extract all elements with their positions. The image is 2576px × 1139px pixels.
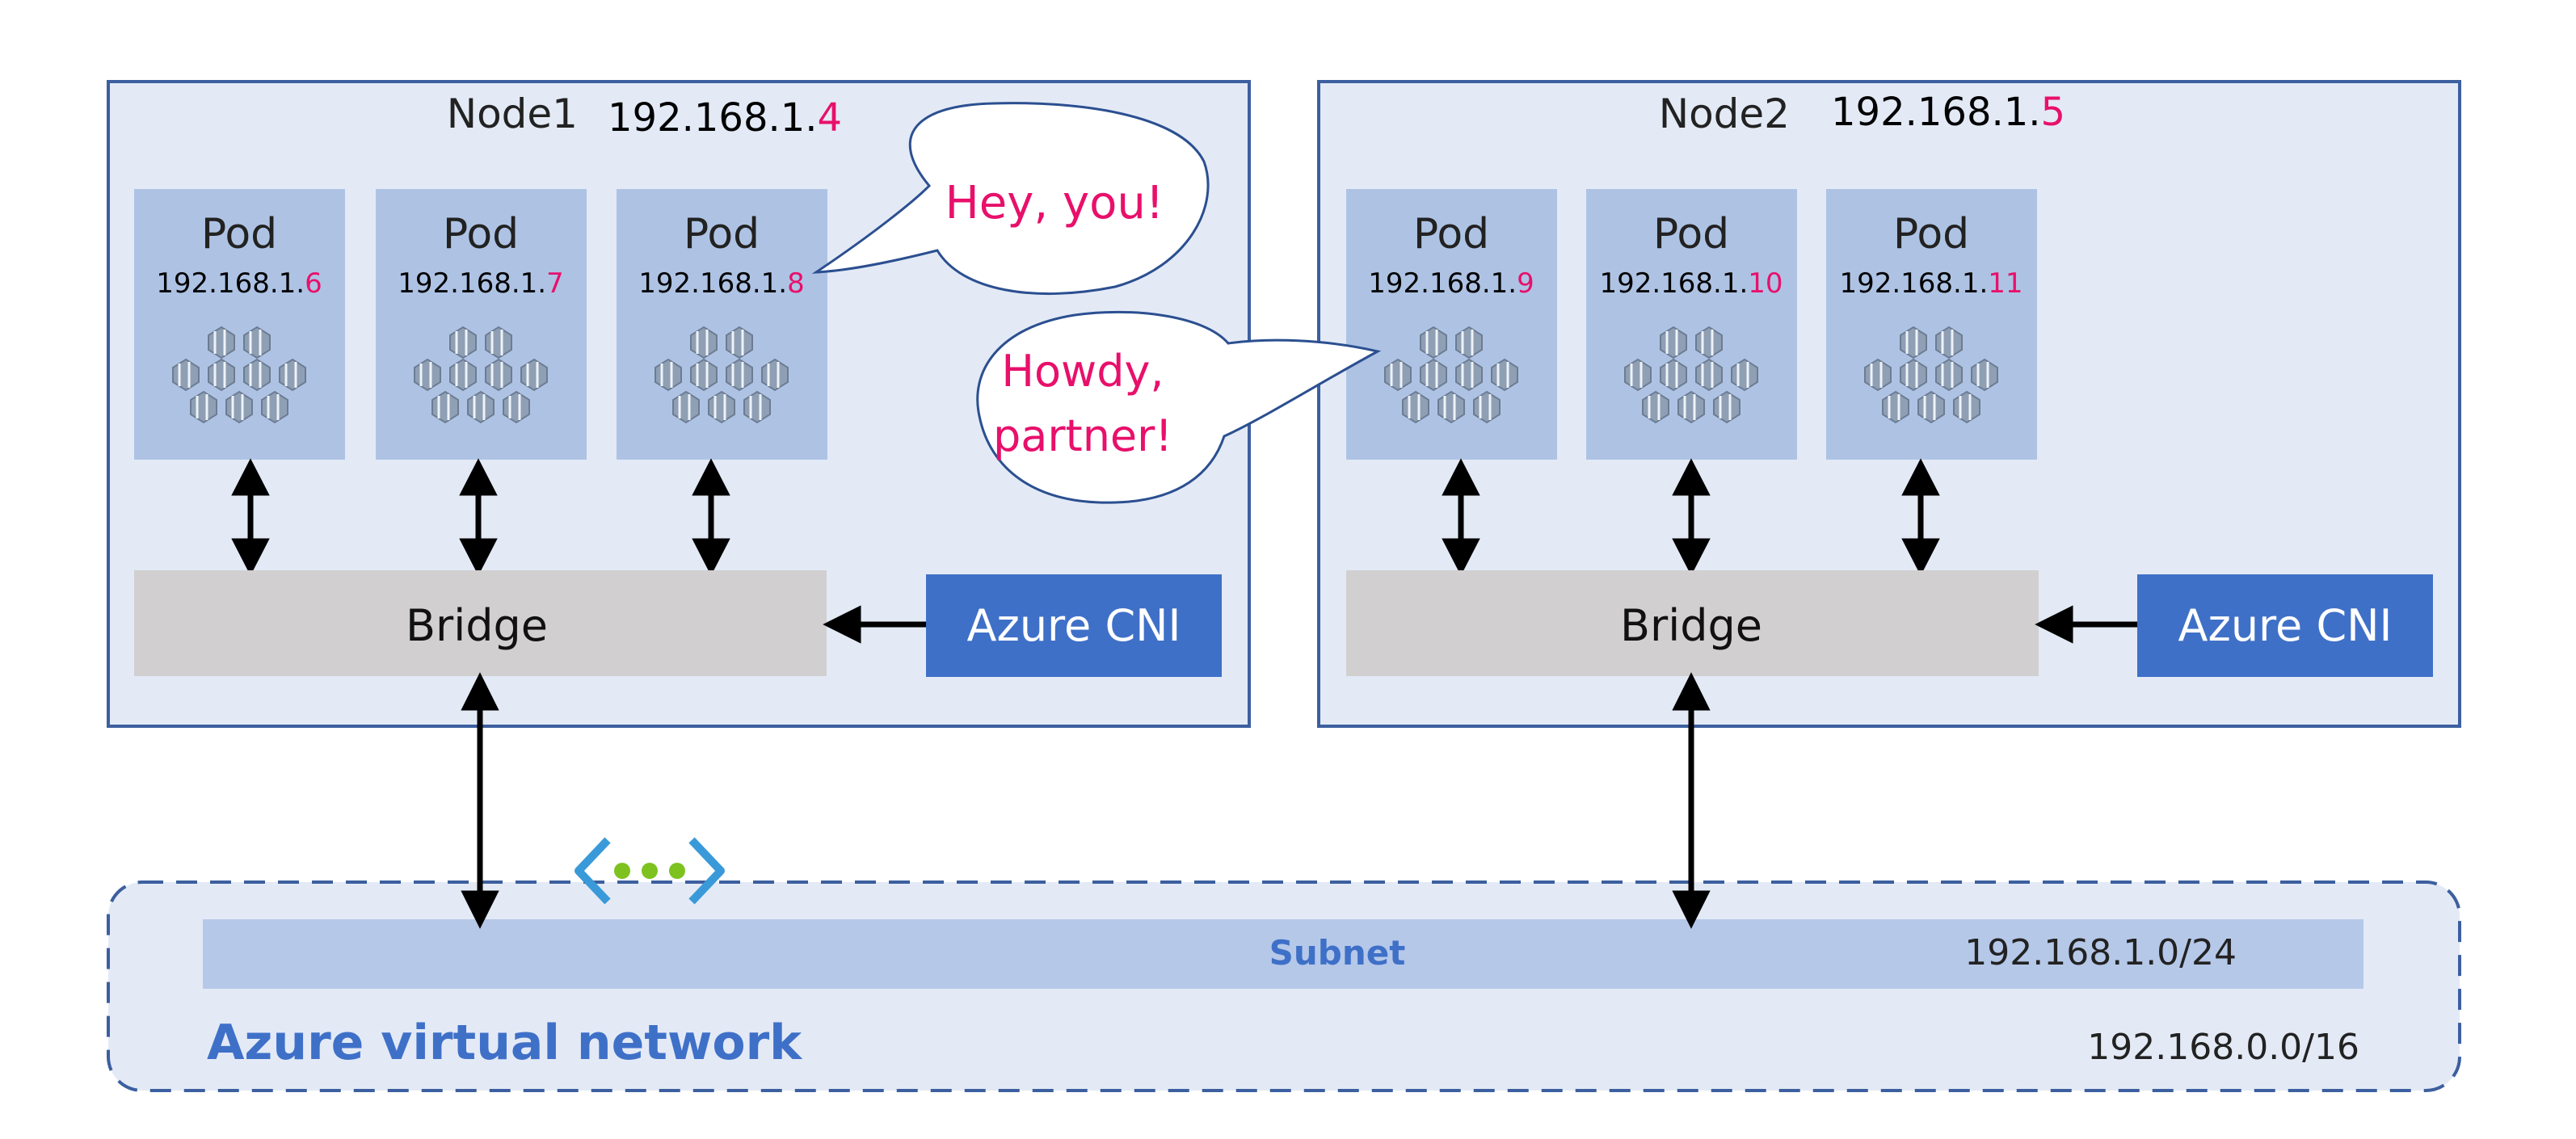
pod: Pod 192.168.1.11 <box>1826 189 2037 460</box>
speech-bubble-howdy: Howdy, partner! <box>976 310 1382 504</box>
pod-label: Pod <box>443 210 519 258</box>
pod-ip: 192.168.1.9 <box>1368 267 1534 300</box>
pod-ip: 192.168.1.10 <box>1599 267 1783 300</box>
pod-bridge-arrows <box>1442 458 1940 576</box>
speech-bubble-text: Howdy, <box>1001 346 1164 397</box>
pod-ip: 192.168.1.8 <box>638 267 805 300</box>
node2-title: Node2 <box>1659 90 1790 137</box>
azure-cni-box <box>926 574 1222 677</box>
node2-ip: 192.168.1.5 <box>1831 90 2065 135</box>
azure-cni-label: Azure CNI <box>967 600 1181 651</box>
pod: Pod 192.168.1.7 <box>376 189 587 460</box>
pod: Pod 192.168.1.9 <box>1346 189 1557 460</box>
vnet-cidr: 192.168.0.0/16 <box>2087 1027 2359 1068</box>
cni-to-bridge-arrow <box>2035 605 2137 644</box>
pod: Pod 192.168.1.10 <box>1586 189 1797 460</box>
node2: Node2 192.168.1.5 Pod 192.168.1.9 Pod 19… <box>1317 80 2461 728</box>
pod-label: Pod <box>201 210 277 258</box>
bridge <box>134 570 827 676</box>
speech-bubble-text: partner! <box>993 410 1172 461</box>
cni-to-bridge-arrow <box>823 605 926 644</box>
subnet-bar <box>203 919 2363 989</box>
bridge-label: Bridge <box>406 600 548 651</box>
subnet-cidr: 192.168.1.0/24 <box>1964 932 2237 973</box>
pod-ip: 192.168.1.11 <box>1839 267 2022 300</box>
pod-label: Pod <box>1413 210 1489 258</box>
bridge <box>1346 570 2039 676</box>
azure-cni-label: Azure CNI <box>2178 600 2393 651</box>
bridge-label: Bridge <box>1620 600 1762 651</box>
pod-label: Pod <box>684 210 760 258</box>
subnet-label: Subnet <box>1269 933 1406 973</box>
pod-label: Pod <box>1893 210 1969 258</box>
pod-ip: 192.168.1.7 <box>398 267 564 300</box>
pod-bridge-arrows <box>231 458 730 576</box>
vnet-label: Azure virtual network <box>207 1015 803 1071</box>
bridge-subnet-arrows <box>461 672 1711 929</box>
speech-bubble-shape <box>976 310 1382 504</box>
speech-bubble-shape <box>811 102 1210 295</box>
speech-bubble-text: Hey, you! <box>945 177 1164 229</box>
pod-label: Pod <box>1653 210 1729 258</box>
node1-ip: 192.168.1.4 <box>608 95 842 141</box>
pod: Pod 192.168.1.6 <box>134 189 345 460</box>
azure-cni-box <box>2137 574 2433 677</box>
pod: Pod 192.168.1.8 <box>617 189 827 460</box>
speech-bubble-hey: Hey, you! <box>811 102 1210 295</box>
virtual-network-icon <box>575 837 725 905</box>
node1-title: Node1 <box>447 90 578 137</box>
pod-ip: 192.168.1.6 <box>156 267 322 300</box>
